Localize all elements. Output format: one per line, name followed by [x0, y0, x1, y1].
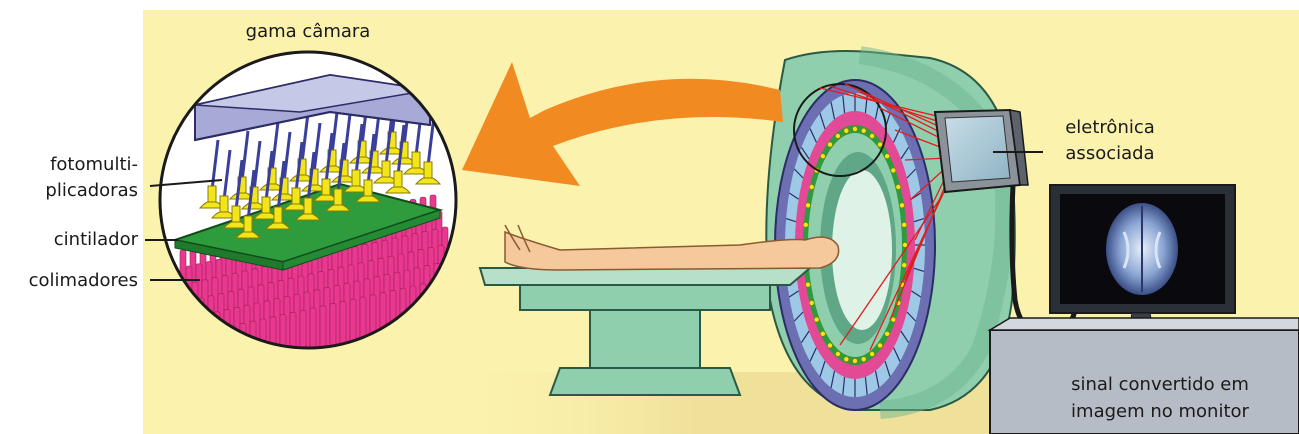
- label-collimators: colimadores: [0, 270, 138, 292]
- label-photomultipliers-line2: plicadoras: [0, 180, 138, 202]
- monitor-caption-line2: imagem no monitor: [1030, 400, 1290, 424]
- label-photomultipliers-line1: fotomulti-: [0, 154, 138, 176]
- monitor-caption-line1: sinal convertido em: [1030, 373, 1290, 397]
- label-scintillator: cintilador: [0, 229, 138, 251]
- label-electronics-line1: eletrônica: [1040, 117, 1180, 139]
- label-gamma-camera: gama câmara: [218, 21, 398, 43]
- label-electronics-line2: associada: [1040, 143, 1180, 165]
